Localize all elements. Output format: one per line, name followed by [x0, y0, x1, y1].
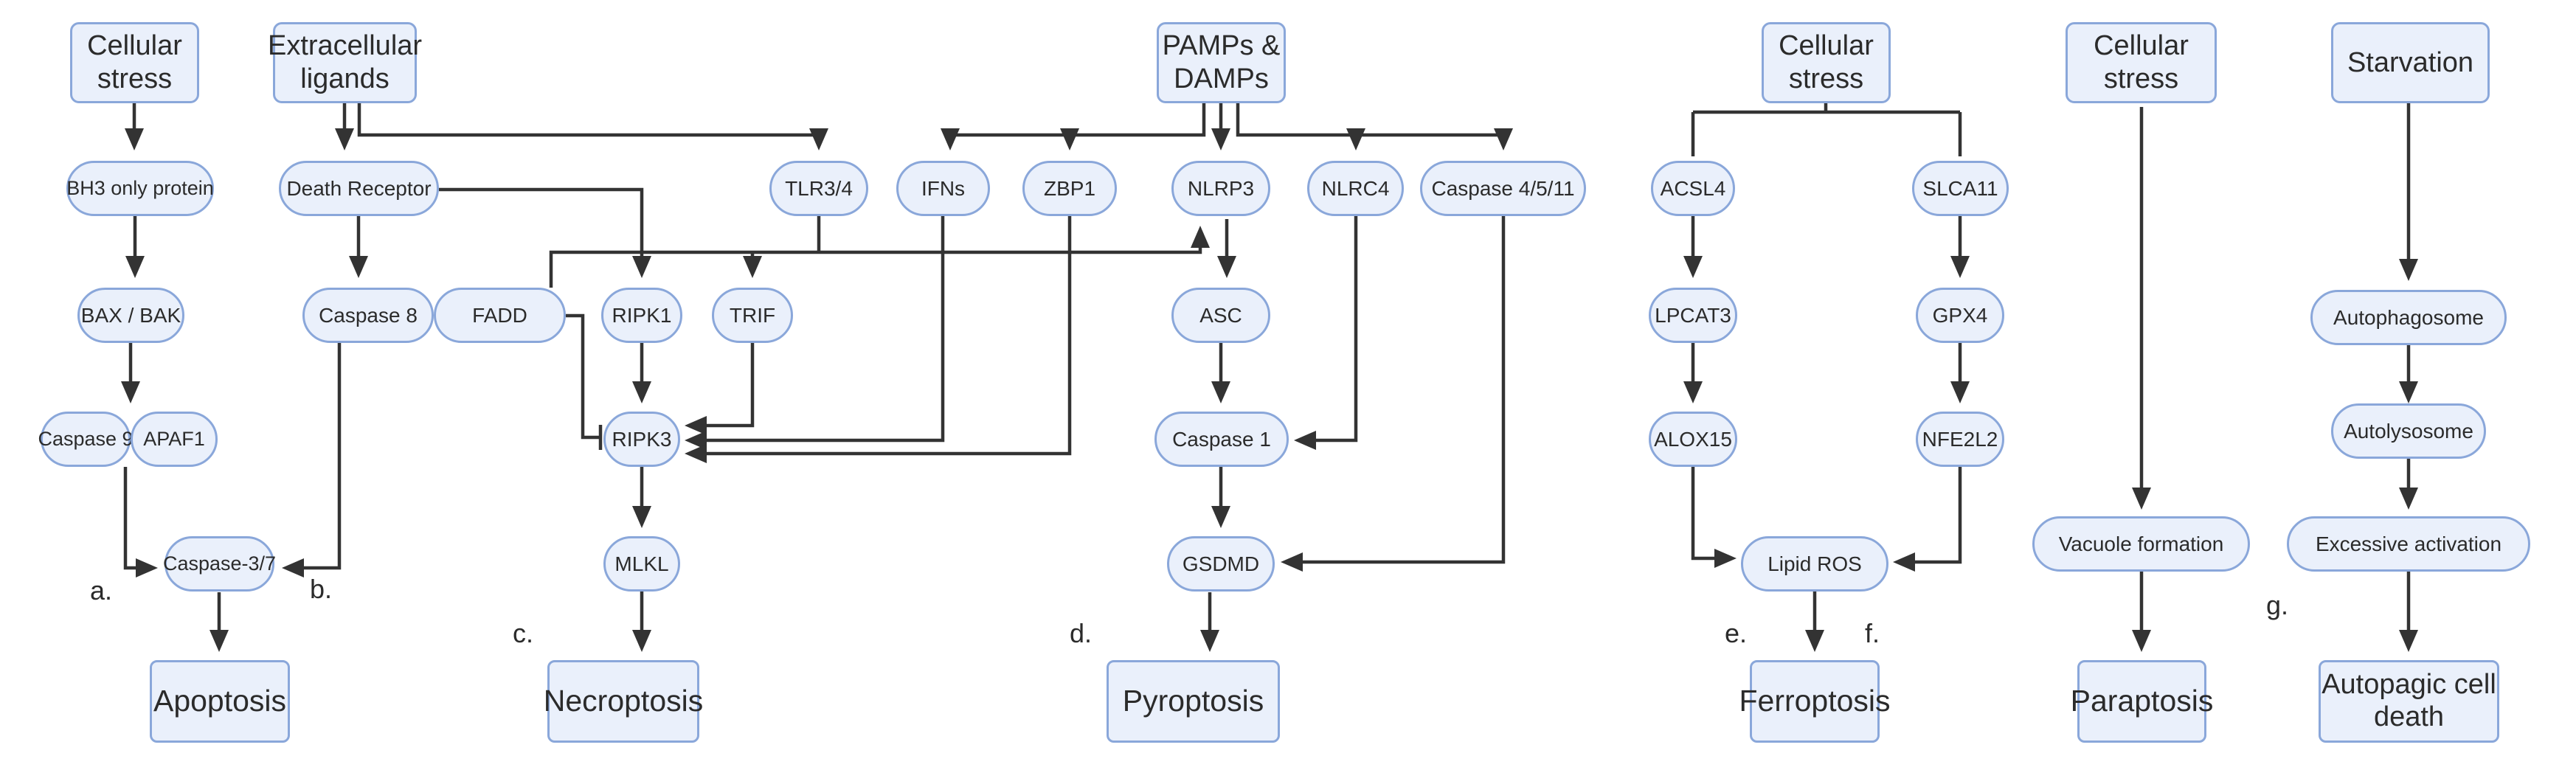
branch-letter-a: a. — [90, 575, 113, 606]
node-apaf1: APAF1 — [131, 412, 218, 467]
node-caspase-4-5-11: Caspase 4/5/11 — [1420, 161, 1586, 216]
node-bh3: BH3 only protein — [66, 161, 214, 216]
node-nlrp3: NLRP3 — [1171, 161, 1270, 216]
node-bax-bak: BAX / BAK — [77, 288, 184, 343]
node-autolysosome: Autolysosome — [2331, 403, 2486, 459]
node-extracellular-ligands: Extracellular ligands — [268, 22, 422, 103]
node-necroptosis: Necroptosis — [544, 660, 703, 743]
node-nlrc4: NLRC4 — [1307, 161, 1404, 216]
node-tlr34: TLR3/4 — [769, 161, 868, 216]
node-starvation: Starvation — [2331, 22, 2490, 103]
node-ferroptosis: Ferroptosis — [1739, 660, 1891, 743]
node-gsdmd: GSDMD — [1167, 536, 1275, 592]
branch-letter-e: e. — [1725, 618, 1748, 648]
node-autopagic-cell-death: Autopagic cell death — [2319, 660, 2499, 743]
node-zbp1: ZBP1 — [1022, 161, 1117, 216]
node-lpcat3: LPCAT3 — [1649, 288, 1737, 343]
node-caspase-8: Caspase 8 — [302, 288, 434, 343]
node-caspase-3-7: Caspase-3/7 — [163, 536, 276, 592]
node-cellular-stress-f: Cellular stress — [2066, 22, 2217, 103]
node-acsl4: ACSL4 — [1651, 161, 1735, 216]
node-slca11: SLCA11 — [1912, 161, 2009, 216]
branch-letter-g: g. — [2266, 590, 2289, 620]
node-death-receptor: Death Receptor — [279, 161, 439, 216]
node-fadd: FADD — [434, 288, 566, 343]
node-autophagosome: Autophagosome — [2310, 290, 2507, 345]
node-nfe2l2: NFE2L2 — [1916, 412, 2004, 467]
node-pamps-damps: PAMPs & DAMPs — [1157, 22, 1286, 103]
node-ripk3: RIPK3 — [603, 412, 680, 467]
node-pyroptosis: Pyroptosis — [1107, 660, 1280, 743]
node-ripk1: RIPK1 — [601, 288, 682, 343]
node-cellular-stress-a: Cellular stress — [70, 22, 199, 103]
branch-letter-d: d. — [1070, 618, 1093, 648]
node-cellular-stress-e: Cellular stress — [1762, 22, 1891, 103]
node-vacuole-formation: Vacuole formation — [2032, 516, 2250, 572]
node-mlkl: MLKL — [603, 536, 680, 592]
node-apoptosis: Apoptosis — [150, 660, 290, 743]
branch-letter-c: c. — [513, 618, 534, 648]
node-ifns: IFNs — [896, 161, 990, 216]
node-lipid-ros: Lipid ROS — [1741, 536, 1888, 592]
node-excessive-activation: Excessive activation — [2287, 516, 2530, 572]
node-paraptosis: Paraptosis — [2071, 660, 2213, 743]
branch-letter-f: f. — [1865, 618, 1880, 648]
node-caspase-1: Caspase 1 — [1154, 412, 1289, 467]
node-gpx4: GPX4 — [1916, 288, 2004, 343]
node-caspase-9: Caspase 9 — [38, 412, 134, 467]
node-trif: TRIF — [712, 288, 793, 343]
branch-letter-b: b. — [310, 574, 333, 604]
node-asc: ASC — [1171, 288, 1270, 343]
node-alox15: ALOX15 — [1649, 412, 1737, 467]
